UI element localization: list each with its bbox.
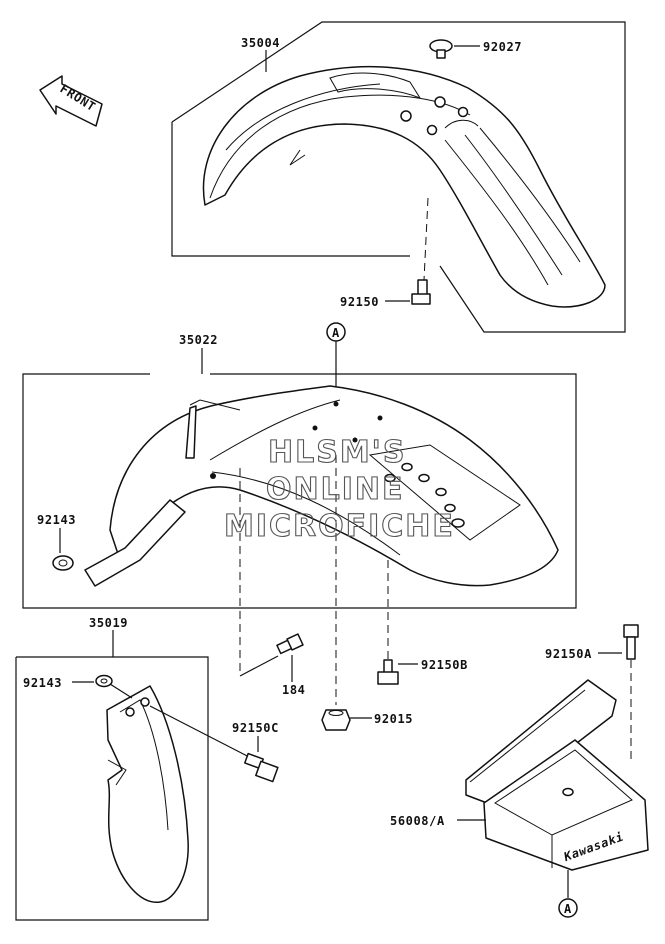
- svg-text:MICROFICHE: MICROFICHE: [224, 509, 455, 544]
- label-35019: 35019: [89, 616, 128, 630]
- mud-flap-icon: [106, 685, 189, 903]
- svg-text:ONLINE: ONLINE: [266, 472, 405, 507]
- tool-case-box-icon: [483, 739, 649, 871]
- label-92143-left: 92143: [37, 513, 76, 527]
- label-92150c: 92150C: [232, 721, 279, 735]
- tool-case-group: 92150A Kawasaki 56008/A A: [390, 624, 649, 918]
- label-92150b: 92150B: [421, 658, 468, 672]
- rear-fender-icon: [109, 385, 559, 587]
- bolt-92150a-icon: [623, 624, 639, 660]
- label-92150a: 92150A: [545, 647, 592, 661]
- bolt-92150c-icon: [244, 752, 279, 783]
- collar-92143-flap-icon: [95, 674, 113, 688]
- label-35022: 35022: [179, 333, 218, 347]
- label-92143-flap: 92143: [23, 676, 62, 690]
- label-92015: 92015: [374, 712, 413, 726]
- bolt-92150-icon: [411, 279, 431, 305]
- svg-text:A: A: [332, 326, 340, 340]
- tool-case-lid-icon: [465, 679, 617, 807]
- bolt-92027-icon: [429, 39, 453, 59]
- label-56008a: 56008/A: [390, 814, 445, 828]
- label-184: 184: [282, 683, 305, 697]
- svg-text:HLSM'S: HLSM'S: [268, 435, 406, 470]
- watermark: HLSM'S ONLINE MICROFICHE: [223, 434, 455, 544]
- label-92150: 92150: [340, 295, 379, 309]
- flap-group: 35019 92143 92150C: [15, 616, 279, 921]
- ref-marker-a-bottom: A: [558, 898, 578, 918]
- svg-text:A: A: [564, 902, 572, 916]
- front-fender-icon: [202, 66, 606, 308]
- rear-fender-group: 35022 92143: [22, 333, 577, 609]
- bolt-92150b-icon: [377, 659, 399, 685]
- label-92027: 92027: [483, 40, 522, 54]
- front-fender-group: 35004 92027 92150: [171, 21, 626, 333]
- label-35004: 35004: [241, 36, 280, 50]
- bolt-184-icon: [276, 633, 304, 655]
- collar-92143-icon: [52, 555, 74, 571]
- nut-92015-icon: [321, 709, 351, 731]
- front-arrow-icon: FRONT: [39, 75, 103, 127]
